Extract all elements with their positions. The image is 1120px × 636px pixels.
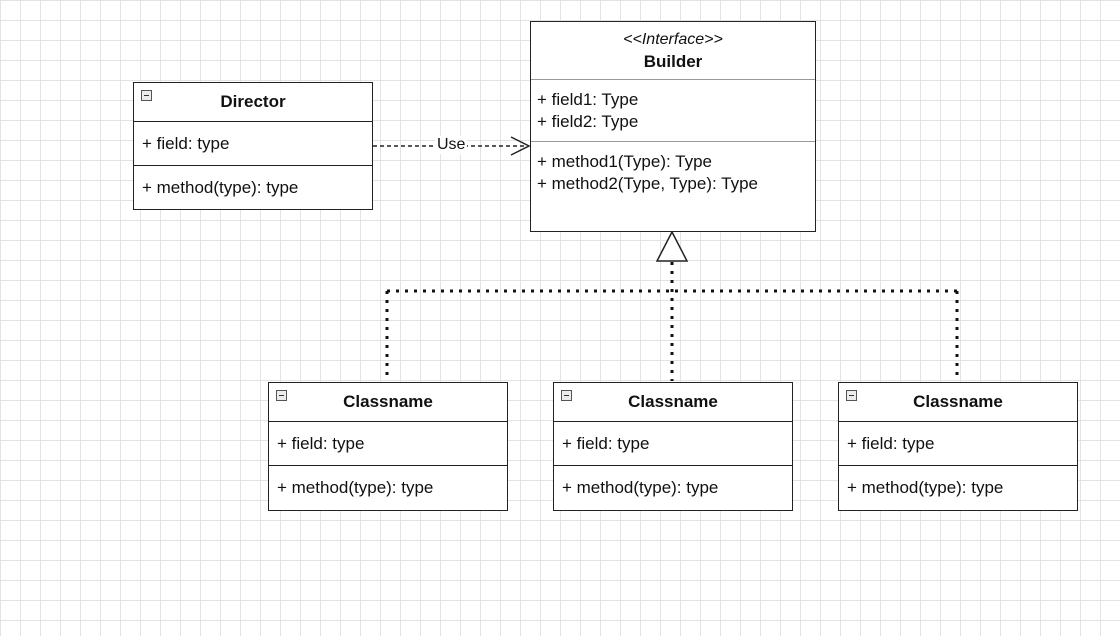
method-text: + method(type): type xyxy=(562,478,719,497)
concrete-methods[interactable]: + method(type): type xyxy=(554,466,792,510)
method-text: + method2(Type, Type): Type xyxy=(537,174,758,193)
field-text: + field: type xyxy=(142,133,230,153)
field-text: + field1: Type xyxy=(537,90,639,109)
method-text: + method(type): type xyxy=(847,478,1004,497)
class-name: Classname xyxy=(628,392,718,411)
collapse-icon[interactable] xyxy=(561,390,572,401)
concrete-class-header[interactable]: Classname xyxy=(269,383,507,422)
concrete-fields[interactable]: + field: type xyxy=(554,422,792,466)
builder-fields[interactable]: + field1: Type + field2: Type xyxy=(531,80,815,142)
concrete-class-left[interactable]: Classname + field: type + method(type): … xyxy=(268,382,508,511)
class-name: Classname xyxy=(913,392,1003,411)
stereotype-label: <<Interface>> xyxy=(623,30,723,48)
director-fields[interactable]: + field: type xyxy=(134,122,372,166)
class-name: Classname xyxy=(343,392,433,411)
realization-triangle-head xyxy=(655,230,689,262)
builder-methods[interactable]: + method1(Type): Type + method2(Type, Ty… xyxy=(531,142,815,193)
director-class[interactable]: Director + field: type + method(type): t… xyxy=(133,82,373,210)
realization-edges[interactable] xyxy=(385,262,959,381)
field-text: + field: type xyxy=(847,433,935,453)
builder-interface-header[interactable]: <<Interface>> Builder xyxy=(531,22,815,80)
method-text: + method(type): type xyxy=(142,178,299,197)
use-dependency-arrowhead xyxy=(510,136,531,156)
field-text: + field2: Type xyxy=(537,112,639,131)
builder-interface[interactable]: <<Interface>> Builder + field1: Type + f… xyxy=(530,21,816,232)
class-name: Director xyxy=(220,92,286,111)
method-text: + method1(Type): Type xyxy=(537,152,712,171)
collapse-icon[interactable] xyxy=(276,390,287,401)
concrete-methods[interactable]: + method(type): type xyxy=(839,466,1077,510)
collapse-icon[interactable] xyxy=(141,90,152,101)
concrete-class-header[interactable]: Classname xyxy=(554,383,792,422)
interface-name: Builder xyxy=(643,51,703,71)
concrete-fields[interactable]: + field: type xyxy=(269,422,507,466)
field-text: + field: type xyxy=(277,433,365,453)
use-relation-label[interactable]: Use xyxy=(435,136,468,154)
director-class-header[interactable]: Director xyxy=(134,83,372,122)
concrete-fields[interactable]: + field: type xyxy=(839,422,1077,466)
concrete-methods[interactable]: + method(type): type xyxy=(269,466,507,510)
collapse-icon[interactable] xyxy=(846,390,857,401)
field-text: + field: type xyxy=(562,433,650,453)
method-text: + method(type): type xyxy=(277,478,434,497)
concrete-class-header[interactable]: Classname xyxy=(839,383,1077,422)
concrete-class-middle[interactable]: Classname + field: type + method(type): … xyxy=(553,382,793,511)
concrete-class-right[interactable]: Classname + field: type + method(type): … xyxy=(838,382,1078,511)
director-methods[interactable]: + method(type): type xyxy=(134,166,372,210)
